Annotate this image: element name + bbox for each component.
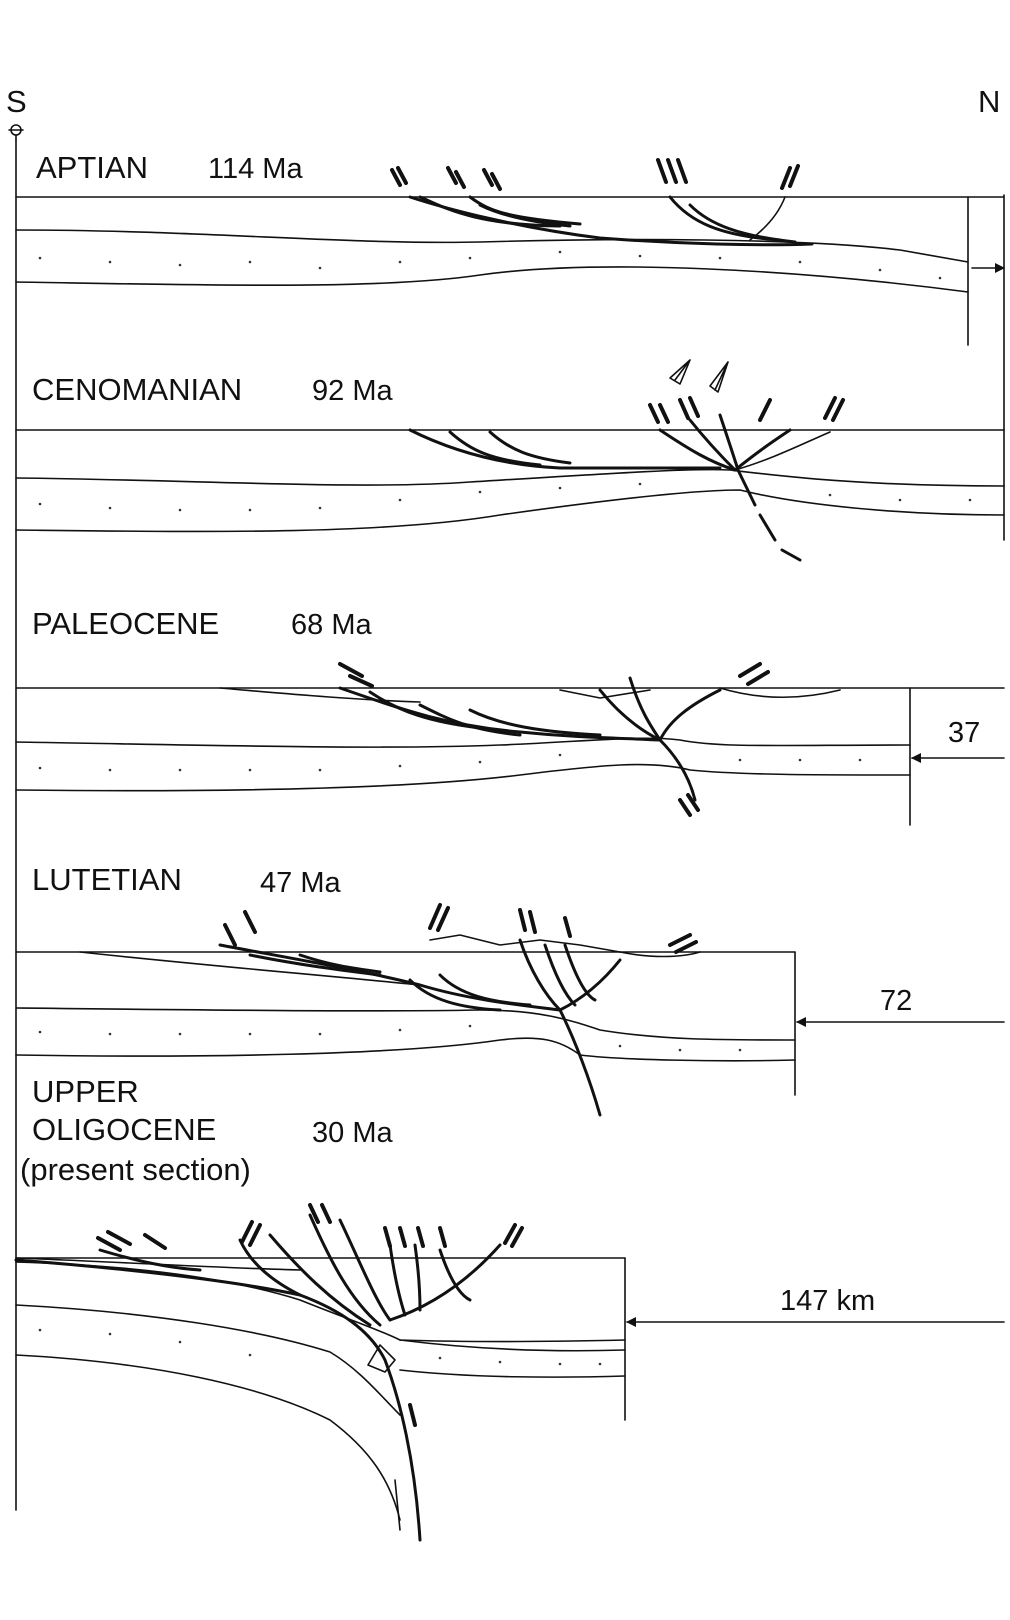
stage-name-line2: OLIGOCENE bbox=[32, 1112, 216, 1147]
stipple-cenomanian bbox=[38, 482, 972, 512]
stage-age: 68 Ma bbox=[291, 609, 372, 641]
compass-south-label: S bbox=[6, 84, 27, 119]
section-paleocene: PALEOCENE 68 Ma 37 bbox=[15, 606, 1005, 826]
stage-name: LUTETIAN bbox=[32, 862, 182, 897]
stage-age: 92 Ma bbox=[312, 375, 393, 407]
section-cenomanian: CENOMANIAN 92 Ma bbox=[15, 359, 1005, 562]
stage-name: UPPER bbox=[32, 1074, 139, 1109]
stage-age: 47 Ma bbox=[260, 867, 341, 899]
stipple-aptian bbox=[38, 250, 942, 280]
compass-north-label: N bbox=[978, 84, 1000, 119]
stage-name: APTIAN bbox=[36, 150, 148, 185]
pin-icon bbox=[8, 124, 24, 141]
stage-note: (present section) bbox=[20, 1152, 251, 1187]
shortening-label: 37 bbox=[948, 717, 980, 749]
shortening-label: 147 km bbox=[780, 1285, 875, 1317]
section-upper-oligocene: UPPER OLIGOCENE 30 Ma (present section) … bbox=[14, 1074, 1005, 1542]
stipple-oligocene bbox=[38, 1328, 602, 1366]
stage-name: PALEOCENE bbox=[32, 606, 219, 641]
stage-name: CENOMANIAN bbox=[32, 372, 242, 407]
stage-age: 30 Ma bbox=[312, 1117, 393, 1149]
section-aptian: APTIAN 114 Ma bbox=[15, 150, 1005, 346]
stipple-paleocene bbox=[38, 753, 862, 772]
stage-age: 114 Ma bbox=[208, 153, 303, 185]
section-lutetian: LUTETIAN 47 Ma 72 bbox=[15, 862, 1005, 1117]
stipple-lutetian bbox=[38, 1024, 742, 1052]
shortening-label: 72 bbox=[880, 985, 912, 1017]
